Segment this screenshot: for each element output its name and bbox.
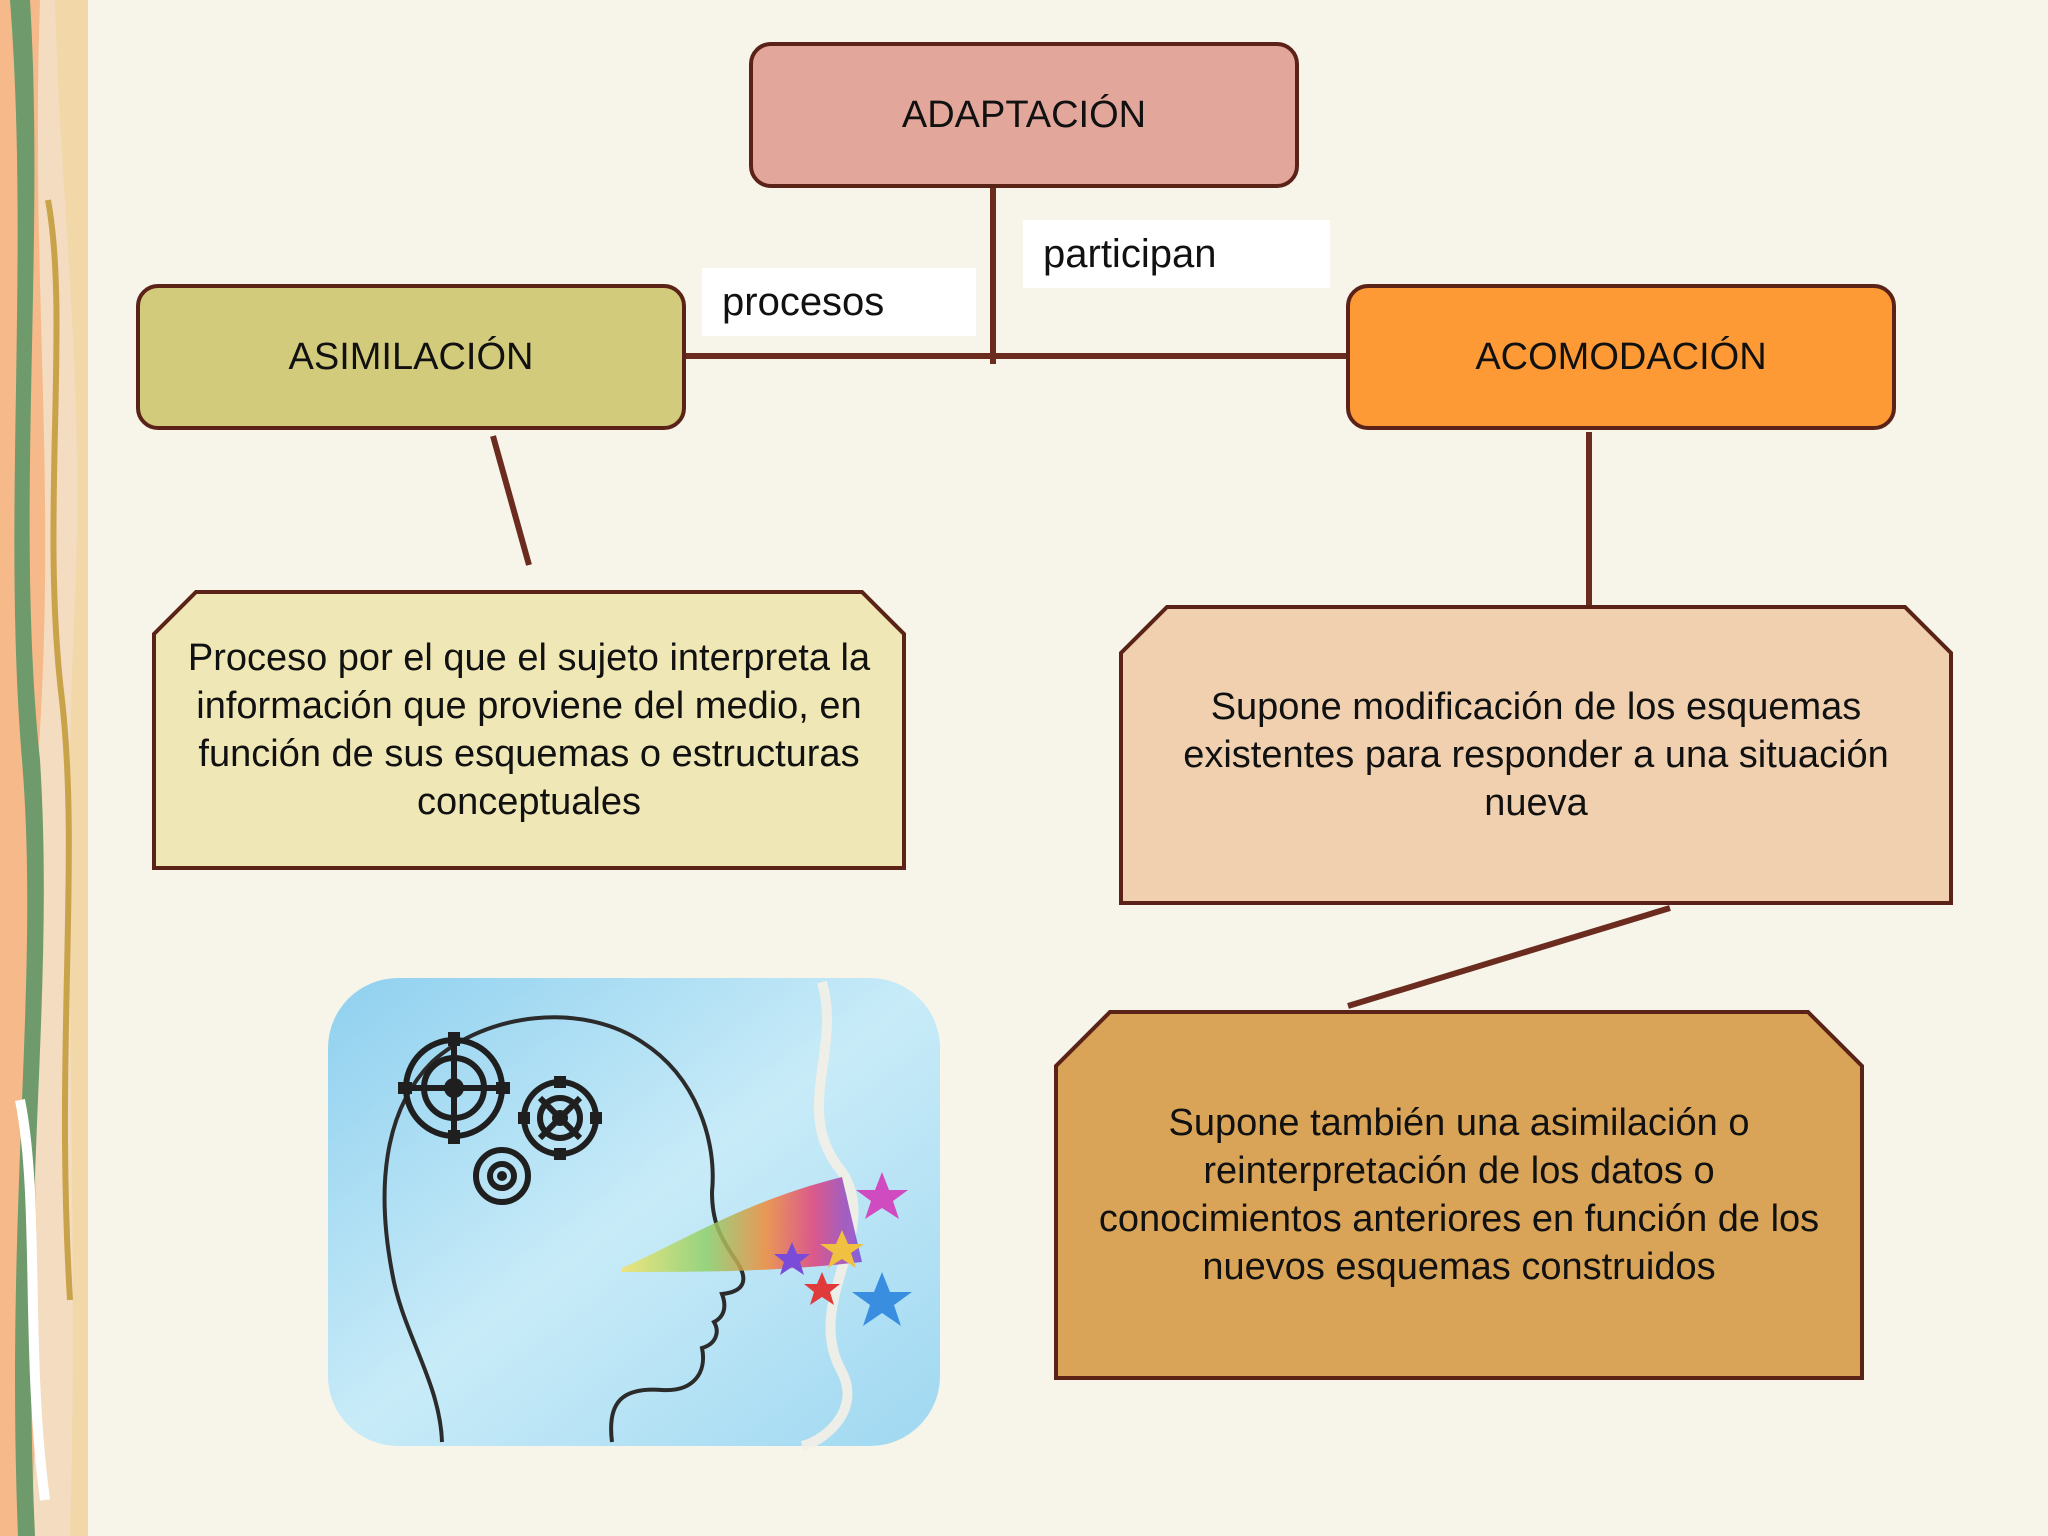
- asimilacion-description: Proceso por el que el sujeto interpreta …: [152, 590, 906, 870]
- edge-label-participan-text: participan: [1043, 232, 1217, 276]
- node-acomodacion-label: ACOMODACIÓN: [1475, 336, 1767, 378]
- asimilacion-description-shape: [152, 590, 906, 870]
- head-with-gears-icon: [328, 978, 940, 1451]
- acomodacion-asimilacion-description: Supone también una asimilación o reinter…: [1054, 1010, 1864, 1380]
- edge-label-participan: participan: [1023, 220, 1330, 288]
- acomodacion-description-text: Supone modificación de los esquemas exis…: [1183, 686, 1889, 824]
- node-asimilacion: ASIMILACIÓN: [136, 284, 686, 430]
- decorative-border: [0, 0, 88, 1536]
- node-asimilacion-label: ASIMILACIÓN: [288, 336, 534, 378]
- node-acomodacion: ACOMODACIÓN: [1346, 284, 1896, 430]
- node-adaptacion-label: ADAPTACIÓN: [901, 94, 1147, 136]
- acomodacion-asimilacion-description-shape: [1054, 1010, 1864, 1380]
- node-adaptacion: ADAPTACIÓN: [749, 42, 1299, 188]
- left-desc-line: [490, 435, 532, 566]
- asimilacion-description-text: Proceso por el que el sujeto interpreta …: [187, 637, 871, 823]
- acomodacion-asimilacion-description-text: Supone también una asimilación o reinter…: [1098, 1102, 1820, 1288]
- edge-label-procesos-text: procesos: [722, 280, 885, 324]
- edge-label-procesos: procesos: [702, 268, 976, 336]
- acomodacion-description-shape: [1119, 605, 1953, 905]
- acomodacion-description: Supone modificación de los esquemas exis…: [1119, 605, 1953, 905]
- right-desc2-line: [1347, 905, 1671, 1009]
